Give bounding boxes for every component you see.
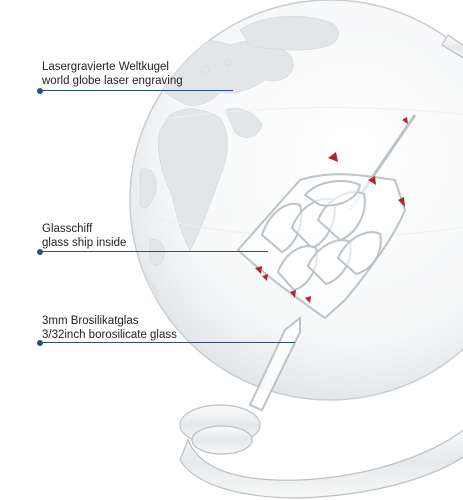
annotation-globe-engraving-en: world globe laser engraving [42, 75, 183, 87]
annotation-globe-engraving-line [43, 90, 233, 91]
annotation-globe-engraving: Lasergravierte Weltkugel world globe las… [42, 60, 183, 88]
annotation-glass-ship-de: Glasschiff [42, 223, 93, 235]
engraved-world-map [139, 15, 339, 309]
annotation-borosilicate-glass-line [43, 342, 295, 343]
annotation-glass-ship-en: glass ship inside [42, 237, 127, 249]
ship-red-details [255, 117, 408, 303]
annotation-borosilicate-glass-de: 3mm Brosilikatglas [42, 315, 139, 327]
annotation-borosilicate-glass: 3mm Brosilikatglas 3/32inch borosilicate… [42, 314, 177, 342]
glass-stand [179, 34, 463, 499]
annotation-borosilicate-glass-en: 3/32inch borosilicate glass [42, 329, 177, 341]
annotation-glass-ship: Glasschiff glass ship inside [42, 222, 126, 250]
annotation-glass-ship-line [43, 251, 268, 252]
annotation-globe-engraving-dot [37, 88, 43, 94]
annotation-glass-ship-dot [37, 249, 43, 255]
glass-ship [236, 114, 417, 412]
annotation-globe-engraving-de: Lasergravierte Weltkugel [42, 61, 169, 73]
annotation-borosilicate-glass-dot [37, 340, 43, 346]
